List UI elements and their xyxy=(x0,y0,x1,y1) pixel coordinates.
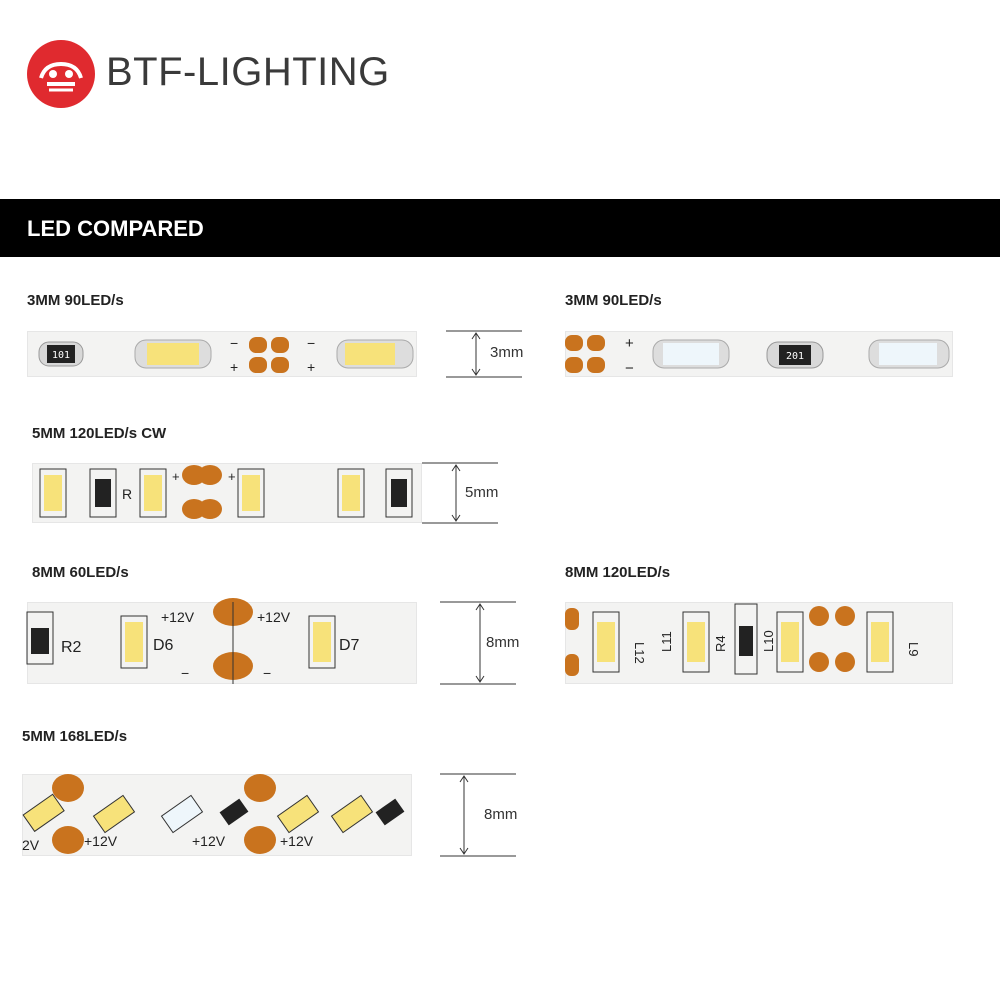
led-label: D7 xyxy=(339,637,360,654)
dimension-label-5mm: 5mm xyxy=(465,484,499,501)
svg-text:−: − xyxy=(181,665,189,681)
strip-5mm-168-graphic: 2V +12V +12V +12V xyxy=(22,774,405,854)
dimension-label-8mm: 8mm xyxy=(486,634,520,651)
voltage-label: +12V xyxy=(280,833,314,849)
svg-text:+: + xyxy=(172,469,180,484)
resistor-code: 201 xyxy=(786,351,804,362)
voltage-label: +12V xyxy=(192,833,226,849)
resistor-label: R2 xyxy=(61,639,82,656)
strip-label-3mm-90: 3MM 90LED/s xyxy=(27,292,124,309)
strip-8mm-60-graphic: R2 D6 +12V +12V − − D7 xyxy=(26,598,360,684)
strip-3mm-90-alt-graphic: + − 201 xyxy=(565,335,950,377)
svg-text:+: + xyxy=(230,359,238,375)
led-label: L11 xyxy=(659,631,674,652)
svg-text:+: + xyxy=(228,469,236,484)
voltage-label: +12V xyxy=(161,609,195,625)
section-banner xyxy=(0,199,1000,257)
dimension-label-8mm-168: 8mm xyxy=(484,806,518,823)
resistor-label: R xyxy=(122,486,132,502)
strip-label-3mm-90-alt: 3MM 90LED/s xyxy=(565,292,662,309)
logo-mark-icon xyxy=(39,61,83,92)
led-strip-8mm-120: L12 L11 R4 L10 L9 xyxy=(565,602,953,684)
strip-label-8mm-60: 8MM 60LED/s xyxy=(32,564,129,581)
brand-name: BTF-LIGHTING xyxy=(106,50,390,94)
resistor-label: R4 xyxy=(713,635,728,652)
strip-5mm-120-graphic: R + + xyxy=(39,465,413,519)
svg-text:−: − xyxy=(625,360,634,377)
strip-3mm-90-graphic: 101 − + − + xyxy=(38,335,414,375)
svg-text:+: + xyxy=(625,335,634,352)
dimension-marker-8mm xyxy=(440,601,516,685)
led-strip-5mm-168: 2V +12V +12V +12V xyxy=(22,774,412,856)
strip-label-8mm-120: 8MM 120LED/s xyxy=(565,564,671,581)
dimension-label-3mm: 3mm xyxy=(490,344,524,361)
dimension-marker-3mm xyxy=(446,330,522,378)
led-strip-3mm-90-alt: + − 201 xyxy=(565,331,953,377)
svg-text:−: − xyxy=(307,335,315,351)
voltage-label: +12V xyxy=(257,609,291,625)
brand-logo-icon xyxy=(27,40,95,108)
svg-text:−: − xyxy=(263,665,271,681)
dimension-marker-5mm xyxy=(422,462,498,524)
led-strip-8mm-60: R2 D6 +12V +12V − − D7 xyxy=(26,598,417,684)
strip-label-5mm-168: 5MM 168LED/s xyxy=(22,728,128,745)
voltage-label: +12V xyxy=(84,833,118,849)
strip-label-5mm-120: 5MM 120LED/s CW xyxy=(32,425,167,442)
led-label: L10 xyxy=(761,630,776,652)
svg-text:+: + xyxy=(307,359,315,375)
led-strip-3mm-90: 101 − + − + xyxy=(27,331,417,377)
dimension-marker-8mm-168 xyxy=(440,773,516,857)
led-strip-5mm-120: R + + xyxy=(32,463,422,523)
svg-text:−: − xyxy=(230,335,238,351)
strip-8mm-120-graphic: L12 L11 R4 L10 L9 xyxy=(565,603,921,676)
led-label: L9 xyxy=(906,642,921,656)
voltage-label: 2V xyxy=(22,837,40,853)
section-title: LED COMPARED xyxy=(27,216,204,241)
led-label: D6 xyxy=(153,637,174,654)
led-label: L12 xyxy=(632,642,647,664)
resistor-code: 101 xyxy=(52,350,70,361)
